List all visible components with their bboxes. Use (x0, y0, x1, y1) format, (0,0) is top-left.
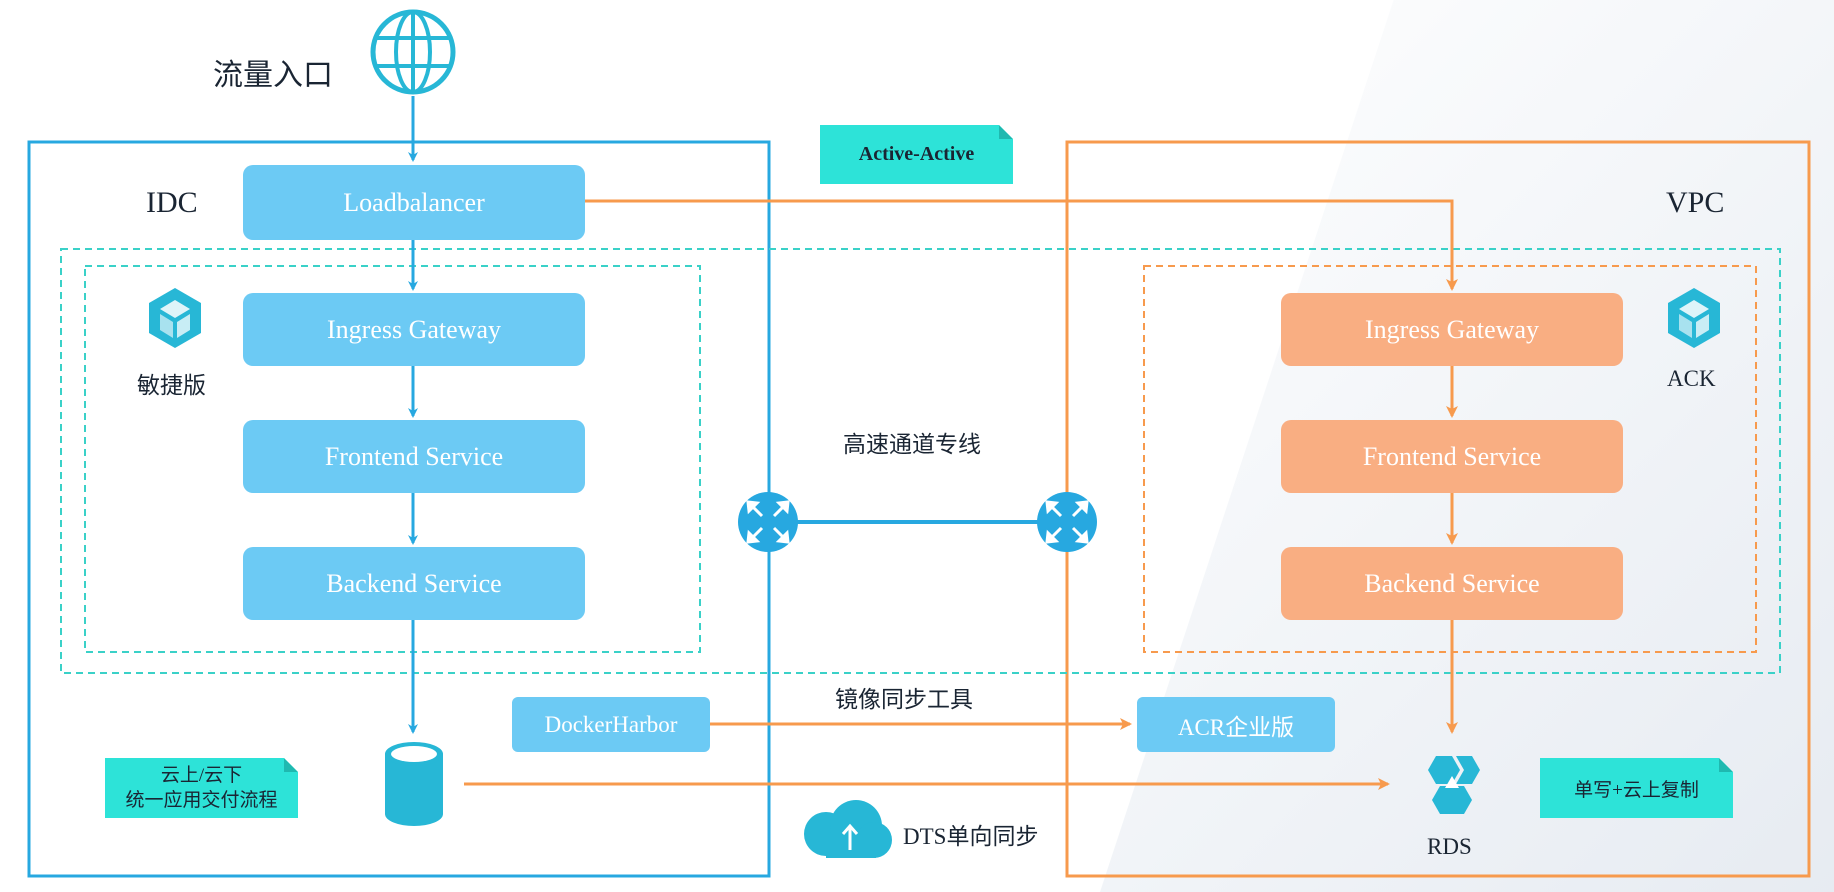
vpc-frontend-service-box: Frontend Service (1281, 420, 1623, 493)
express-connect-label: 高速通道专线 (843, 432, 981, 457)
router-icon-vpc (1037, 492, 1097, 552)
delivery-process-tag-line-1: 云上/云下 (160, 765, 243, 786)
active-active-tag: Active-Active (820, 125, 1013, 184)
vpc-cluster-region (1143, 265, 1757, 653)
vpc-label: VPC (1666, 186, 1725, 219)
idc-platform-label: 敏捷版 (137, 373, 206, 398)
idc-backend-service-box: Backend Service (243, 547, 585, 620)
router-icon-idc (738, 492, 798, 552)
globe-icon (370, 9, 456, 95)
delivery-process-tag: 云上/云下 统一应用交付流程 (105, 758, 298, 818)
idc-frontend-service-box: Frontend Service (243, 420, 585, 493)
idc-loadbalancer-box: Loadbalancer (243, 165, 585, 240)
image-sync-label: 镜像同步工具 (835, 687, 973, 712)
dts-sync-label: DTS单向同步 (903, 824, 1039, 849)
vpc-backend-service-box: Backend Service (1281, 547, 1623, 620)
idc-ingress-gateway-box: Ingress Gateway (243, 293, 585, 366)
rds-icon (1428, 756, 1480, 814)
docker-harbor-box: DockerHarbor (512, 697, 710, 752)
vpc-ingress-gateway-box: Ingress Gateway (1281, 293, 1623, 366)
idc-cluster-region (84, 265, 701, 653)
arrow-lb-vpc-ingress (585, 199, 1458, 291)
delivery-process-tag-line-2: 统一应用交付流程 (125, 790, 278, 811)
rds-label: RDS (1427, 834, 1472, 859)
database-icon (385, 742, 443, 826)
cloud-upload-icon (804, 800, 892, 858)
active-active-tag-text: Active-Active (858, 143, 975, 165)
shared-cluster-region (60, 248, 1781, 674)
single-write-tag-text: 单写+云上复制 (1574, 779, 1699, 801)
vpc-platform-label: ACK (1667, 366, 1716, 391)
entry-label: 流量入口 (213, 59, 333, 92)
idc-label: IDC (146, 186, 198, 219)
single-write-tag: 单写+云上复制 (1540, 758, 1733, 818)
acr-enterprise-box: ACR企业版 (1137, 697, 1335, 752)
cube-icon-vpc (1668, 288, 1720, 348)
cube-icon-idc (149, 288, 201, 348)
